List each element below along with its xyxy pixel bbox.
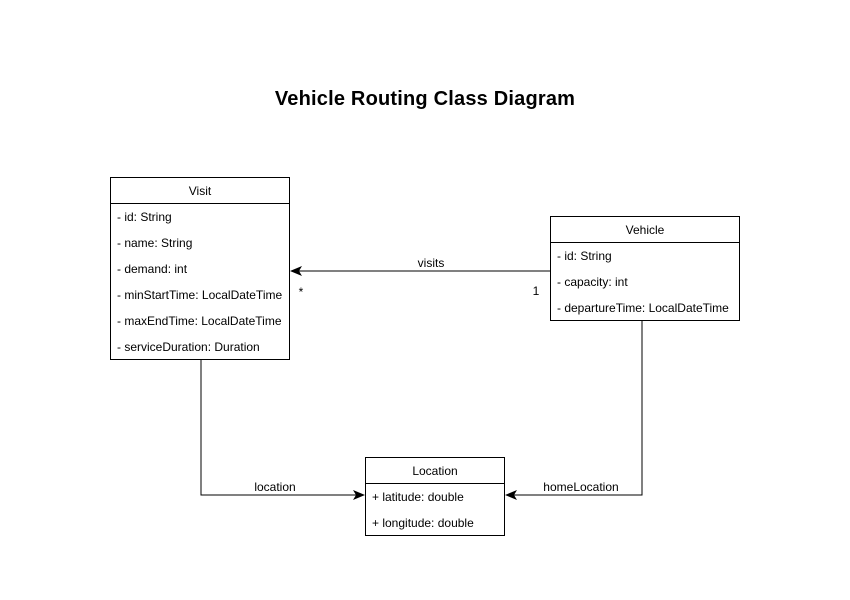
edge-label-location: location xyxy=(252,480,298,494)
class-visit-attribute: - serviceDuration: Duration xyxy=(117,340,260,354)
multiplicity-visits-source: 1 xyxy=(532,284,540,298)
edge-home-location-line xyxy=(505,321,643,500)
class-visit-attribute: - demand: int xyxy=(117,262,188,276)
class-location-attribute: + longitude: double xyxy=(372,516,474,530)
diagram-title: Vehicle Routing Class Diagram xyxy=(274,88,576,110)
class-vehicle-attribute: - capacity: int xyxy=(557,275,628,289)
class-location-name: Location xyxy=(366,458,504,484)
edge-location-line xyxy=(200,360,365,500)
class-visit-attribute: - maxEndTime: LocalDateTime xyxy=(117,314,282,328)
edge-label-visits: visits xyxy=(415,256,447,270)
class-visit: Visit - id: String - name: String - dema… xyxy=(110,177,290,360)
class-vehicle-name: Vehicle xyxy=(551,217,739,243)
class-visit-attribute: - name: String xyxy=(117,236,193,250)
class-location-attribute: + latitude: double xyxy=(372,490,464,504)
edge-label-home-location: homeLocation xyxy=(541,480,621,494)
class-vehicle: Vehicle - id: String - capacity: int - d… xyxy=(550,216,740,321)
multiplicity-visits-target: * xyxy=(298,285,304,299)
class-visit-name: Visit xyxy=(111,178,289,204)
class-visit-attribute: - minStartTime: LocalDateTime xyxy=(117,288,283,302)
class-vehicle-attribute: - departureTime: LocalDateTime xyxy=(557,301,729,315)
class-visit-attribute: - id: String xyxy=(117,210,172,224)
class-vehicle-attribute: - id: String xyxy=(557,249,612,263)
class-location: Location + latitude: double + longitude:… xyxy=(365,457,505,536)
